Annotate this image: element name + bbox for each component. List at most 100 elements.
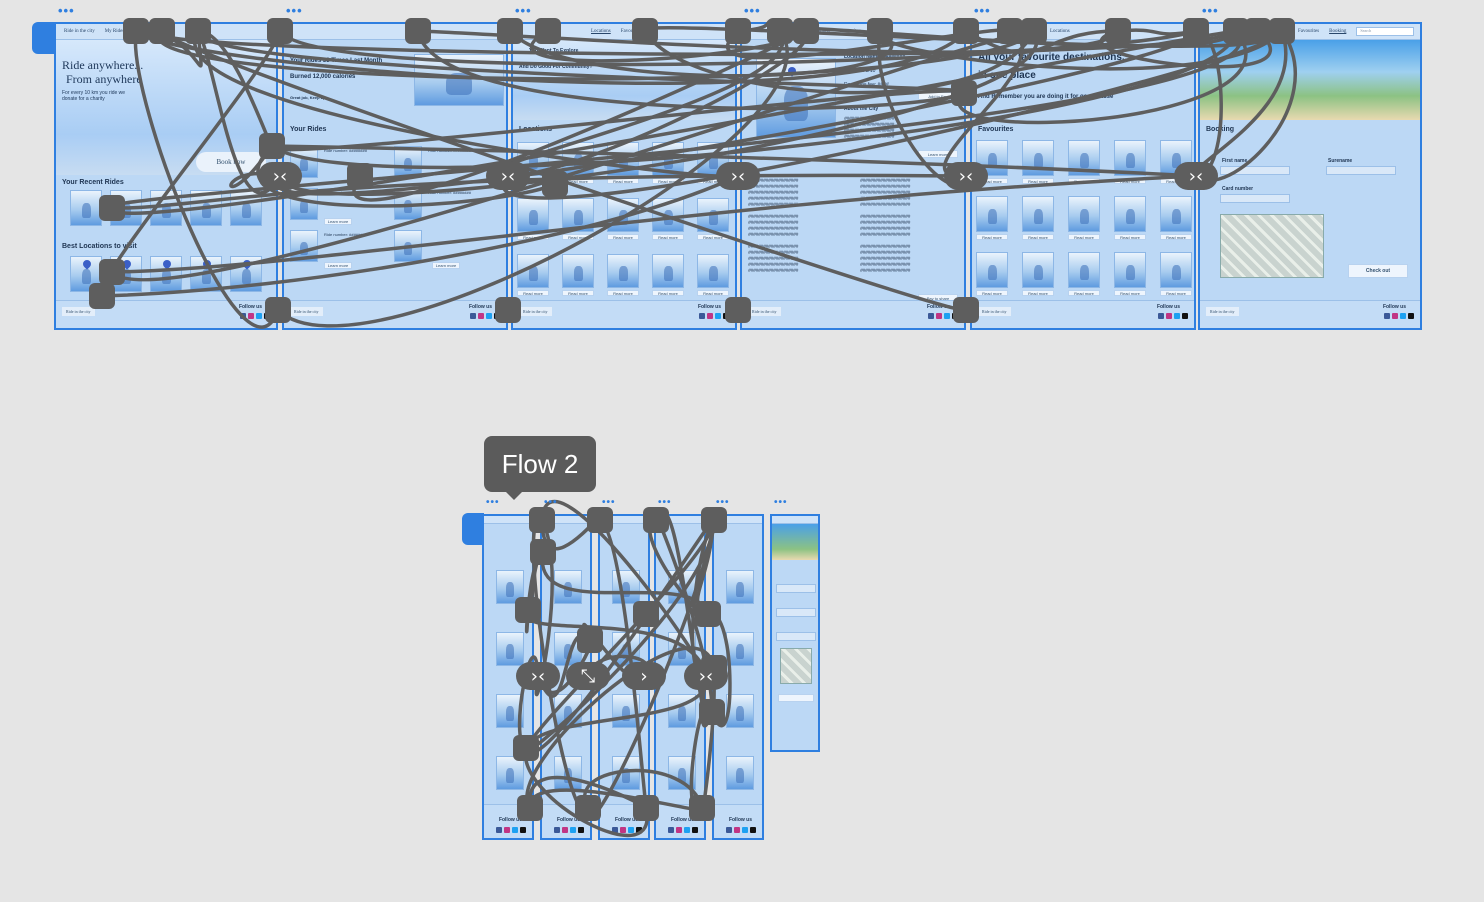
mobile-card[interactable] [554,632,582,666]
checkout-button[interactable] [778,694,814,702]
favourite-card[interactable] [976,140,1008,176]
ride-thumbnail[interactable] [70,190,102,226]
frame-options-icon[interactable]: ••• [974,3,991,18]
nav-locations[interactable]: Locations [810,29,830,34]
location-thumbnail[interactable] [230,256,262,292]
mobile-card[interactable] [668,570,696,604]
frame-options-icon[interactable]: ••• [515,3,532,18]
mobile-card[interactable] [496,632,524,666]
favourite-card[interactable] [1022,140,1054,176]
learn-more-button[interactable]: Learn more [918,150,958,158]
surname-field[interactable] [776,608,816,617]
tiktok-icon[interactable] [520,827,526,833]
tiktok-icon[interactable] [723,313,729,319]
checkout-button[interactable]: Check out [1348,264,1408,278]
mobile-card[interactable] [668,756,696,790]
mobile-frame[interactable]: Follow us [598,514,650,840]
favourite-card[interactable] [1114,140,1146,176]
twitter-icon[interactable] [256,313,262,319]
read-more-button[interactable]: Read more [1114,234,1146,240]
instagram-icon[interactable] [562,827,568,833]
location-card[interactable] [607,198,639,232]
ride-card-image[interactable] [394,146,422,178]
ride-thumbnail[interactable] [150,190,182,226]
frame-my-rides[interactable]: Your Rides 33 Times Last Month Burned 12… [282,22,508,330]
mobile-frame-booking[interactable] [770,514,820,752]
mobile-card[interactable] [668,694,696,728]
frame-options-icon[interactable]: ••• [486,497,500,508]
tiktok-icon[interactable] [264,313,270,319]
tiktok-icon[interactable] [636,827,642,833]
location-card[interactable] [697,254,729,288]
read-more-button[interactable]: Read more [976,178,1008,184]
location-thumbnail[interactable] [70,256,102,292]
instagram-icon[interactable] [478,313,484,319]
favourite-card[interactable] [1114,196,1146,232]
tiktok-icon[interactable] [750,827,756,833]
mobile-card[interactable] [554,694,582,728]
location-card[interactable] [652,254,684,288]
mobile-card[interactable] [496,570,524,604]
instagram-icon[interactable] [620,827,626,833]
read-more-button[interactable]: Read more [607,234,639,240]
frame-options-icon[interactable]: ••• [716,497,730,508]
learn-more-button[interactable]: Learn more [324,262,352,269]
read-more-button[interactable]: Read more [1160,178,1192,184]
frame-options-icon[interactable]: ••• [658,497,672,508]
nav-my-rides[interactable]: My Rides [104,29,125,34]
book-now-button[interactable]: Book now [196,152,266,172]
twitter-icon[interactable] [628,827,634,833]
mobile-card[interactable] [612,756,640,790]
read-more-button[interactable]: Read more [1022,234,1054,240]
location-thumbnail[interactable] [150,256,182,292]
card-number-field[interactable] [1220,194,1290,203]
read-more-button[interactable]: Read more [562,290,594,296]
favourite-card[interactable] [976,196,1008,232]
location-card[interactable] [697,198,729,232]
mobile-card[interactable] [612,694,640,728]
ride-card-image[interactable] [290,230,318,262]
instagram-icon[interactable] [936,313,942,319]
mobile-card[interactable] [612,632,640,666]
frame-location-detail[interactable]: Locations Favourites Location Name: ####… [740,22,966,330]
read-more-button[interactable]: Read more [976,290,1008,296]
facebook-icon[interactable] [668,827,674,833]
instagram-icon[interactable] [504,827,510,833]
mobile-frame[interactable]: Follow us [482,514,534,840]
nav-favourites[interactable]: Favourites [1298,29,1320,34]
facebook-icon[interactable] [726,827,732,833]
mobile-card[interactable] [554,570,582,604]
ride-card-image[interactable] [290,188,318,220]
twitter-icon[interactable] [1174,313,1180,319]
read-more-button[interactable]: Read more [652,178,684,184]
mobile-frame[interactable]: Follow us [654,514,706,840]
ride-thumbnail[interactable] [190,190,222,226]
facebook-icon[interactable] [1384,313,1390,319]
facebook-icon[interactable] [554,827,560,833]
search-input[interactable]: Search [1356,27,1414,36]
nav-locations[interactable]: Locations [1050,29,1070,34]
read-more-button[interactable]: Read more [562,234,594,240]
mobile-frame[interactable]: Follow us [712,514,764,840]
read-more-button[interactable]: Read more [562,178,594,184]
read-more-button[interactable]: Read more [1022,290,1054,296]
instagram-icon[interactable] [676,827,682,833]
facebook-icon[interactable] [496,827,502,833]
frame-home[interactable]: Ride in the city My Rides Ride anywhere.… [54,22,278,330]
frame-options-icon[interactable]: ••• [58,3,75,18]
read-more-button[interactable]: Read more [1114,178,1146,184]
instagram-icon[interactable] [707,313,713,319]
location-thumbnail[interactable] [110,256,142,292]
mobile-card[interactable] [554,756,582,790]
location-card[interactable] [652,198,684,232]
read-more-button[interactable]: Read more [1068,290,1100,296]
footer-brand[interactable]: Ride in the city [978,307,1011,316]
nav-locations[interactable]: Locations [591,29,611,34]
facebook-icon[interactable] [1158,313,1164,319]
frame-booking[interactable]: Favourites Booking Search Booking First … [1198,22,1422,330]
frame-locations[interactable]: Locations Favourites You Want To Explore… [511,22,737,330]
location-card[interactable] [607,142,639,176]
location-card[interactable] [652,142,684,176]
first-name-field[interactable] [1220,166,1290,175]
twitter-icon[interactable] [715,313,721,319]
